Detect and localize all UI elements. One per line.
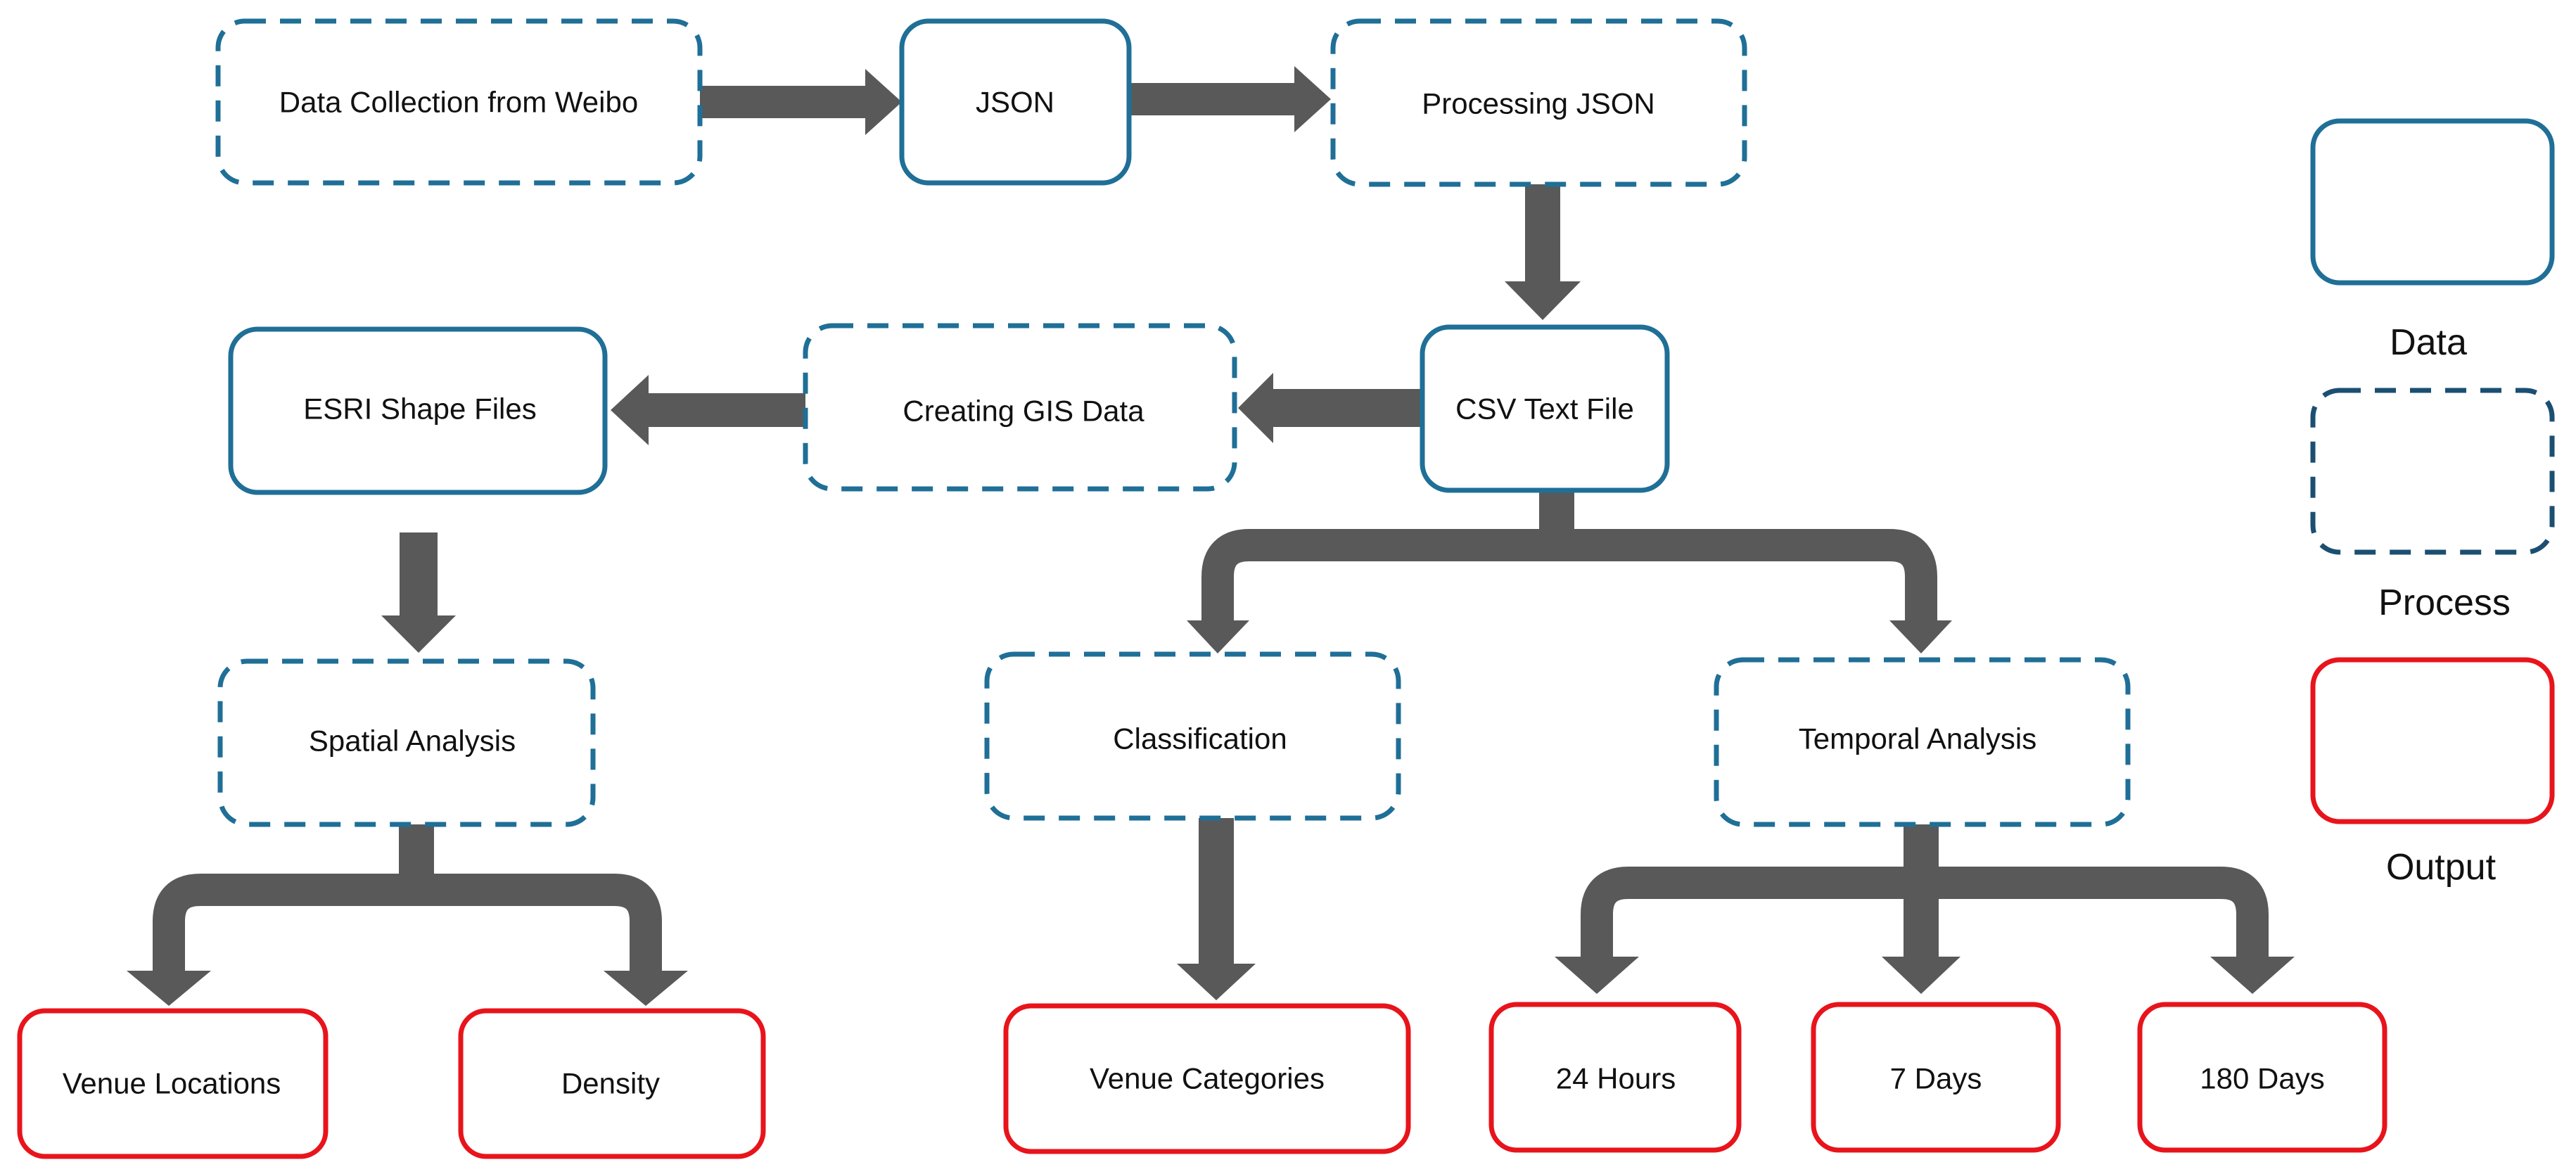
node-classification: Classification	[984, 651, 1401, 821]
temporal-branch-curve	[1581, 867, 2269, 960]
node-csv-text-file-label: CSV Text File	[1455, 393, 1634, 426]
node-density-label: Density	[561, 1067, 660, 1100]
node-temporal-analysis-label: Temporal Analysis	[1799, 722, 2036, 755]
legend-output-swatch	[2310, 657, 2555, 824]
node-venue-locations: Venue Locations	[17, 1008, 329, 1159]
arrow-collection-to-json	[700, 69, 902, 135]
legend-process-swatch	[2310, 388, 2555, 555]
node-temporal-analysis: Temporal Analysis	[1714, 657, 2131, 827]
node-venue-categories-label: Venue Categories	[1090, 1062, 1325, 1095]
arrowhead-to-venue-locations	[127, 971, 211, 1006]
arrow-gis-to-esri	[611, 375, 805, 445]
legend: Data Process Output	[2310, 118, 2555, 888]
node-7-days: 7 Days	[1811, 1002, 2061, 1153]
node-7-days-label: 7 Days	[1890, 1062, 1982, 1095]
node-180-days-label: 180 Days	[2200, 1062, 2324, 1095]
legend-data-label: Data	[2390, 322, 2467, 363]
arrow-esri-to-spatial	[381, 532, 456, 653]
node-creating-gis-data-label: Creating GIS Data	[903, 395, 1144, 428]
legend-output-label: Output	[2386, 847, 2497, 888]
node-json-label: JSON	[976, 86, 1054, 119]
node-24-hours: 24 Hours	[1488, 1002, 1742, 1153]
legend-data: Data	[2310, 118, 2555, 363]
node-24-hours-label: 24 Hours	[1556, 1062, 1676, 1095]
node-classification-label: Classification	[1113, 722, 1287, 755]
arrow-json-to-processing	[1129, 66, 1331, 132]
node-venue-locations-label: Venue Locations	[63, 1067, 281, 1100]
node-density: Density	[458, 1008, 766, 1159]
arrowhead-to-24hours	[1555, 957, 1639, 994]
legend-process: Process	[2310, 388, 2555, 623]
legend-process-label: Process	[2378, 582, 2511, 623]
node-processing-json: Processing JSON	[1330, 18, 1747, 187]
spatial-branch-stem	[399, 824, 434, 874]
node-esri-shape-files-label: ESRI Shape Files	[303, 393, 537, 426]
legend-data-swatch	[2310, 118, 2555, 286]
csv-branch-curve	[1201, 529, 1937, 623]
node-processing-json-label: Processing JSON	[1422, 87, 1654, 120]
arrowhead-to-classification	[1187, 620, 1249, 653]
spatial-branch-curve	[153, 874, 662, 974]
csv-branch-stem	[1539, 490, 1574, 529]
node-spatial-analysis: Spatial Analysis	[217, 658, 596, 827]
arrow-temporal-to-7days	[1882, 824, 1960, 994]
legend-output: Output	[2310, 657, 2555, 888]
node-csv-text-file: CSV Text File	[1420, 324, 1670, 493]
connectors	[127, 66, 2295, 1006]
node-spatial-analysis-label: Spatial Analysis	[309, 725, 516, 758]
node-data-collection-label: Data Collection from Weibo	[279, 86, 638, 119]
arrow-csv-to-gis	[1238, 373, 1422, 443]
arrowhead-to-180days	[2210, 957, 2295, 994]
arrow-classification-to-categories	[1177, 818, 1256, 1000]
node-esri-shape-files: ESRI Shape Files	[228, 326, 608, 495]
node-creating-gis-data: Creating GIS Data	[803, 323, 1237, 492]
node-180-days: 180 Days	[2137, 1002, 2387, 1153]
branch-curves	[153, 529, 2269, 974]
node-data-collection: Data Collection from Weibo	[215, 18, 703, 186]
node-json: JSON	[899, 18, 1132, 186]
node-venue-categories: Venue Categories	[1003, 1003, 1411, 1154]
arrowhead-to-temporal	[1889, 620, 1952, 653]
arrow-processing-to-csv	[1505, 184, 1581, 320]
arrowhead-to-density	[604, 971, 688, 1006]
